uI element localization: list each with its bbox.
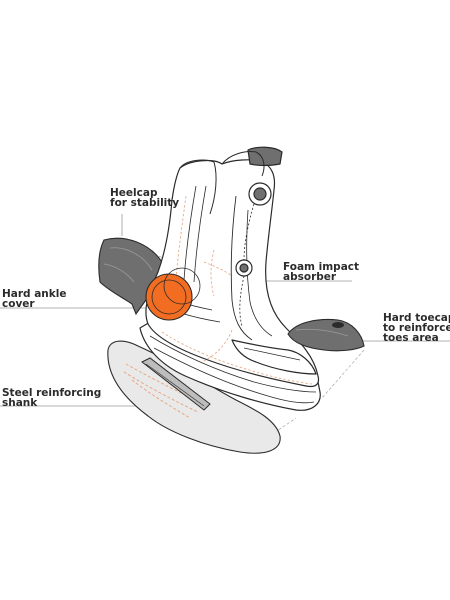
steel-shank [141,357,211,411]
ankle-cover-label-line2: cover [2,298,35,310]
toe-box [231,339,317,375]
shank-label-line1: Steel reinforcing [2,387,102,399]
toecap-label: Hard toecap to reinforce toes area [383,312,450,344]
foam-label-line1: Foam impact [283,261,360,273]
shank-label: Steel reinforcing shank [2,387,102,409]
shank-label-line2: shank [2,397,38,409]
heelcap-label-line1: Heelcap [110,187,158,199]
foam-impact-absorber [145,267,201,321]
toecap-label-line3: toes area [383,332,439,344]
foam-label: Foam impact absorber [283,261,360,283]
heelcap-label-line2: for stability [110,197,180,209]
toecap-label-line2: to reinforce [383,322,450,334]
ankle-cover-label-line1: Hard ankle [2,288,67,300]
shank-sole-plate [107,340,281,454]
toecap-label-line1: Hard toecap [383,312,450,324]
leader-lines [0,214,450,407]
heelcap-label: Heelcap for stability [110,187,180,209]
stitching [161,195,313,385]
foam-label-line2: absorber [283,271,337,283]
shank-stitch-zone [123,363,201,419]
pull-tab [247,146,283,167]
hard-toecap [287,318,365,352]
top-dial-inner [253,187,267,201]
ankle-cover-label: Hard ankle cover [2,288,67,310]
